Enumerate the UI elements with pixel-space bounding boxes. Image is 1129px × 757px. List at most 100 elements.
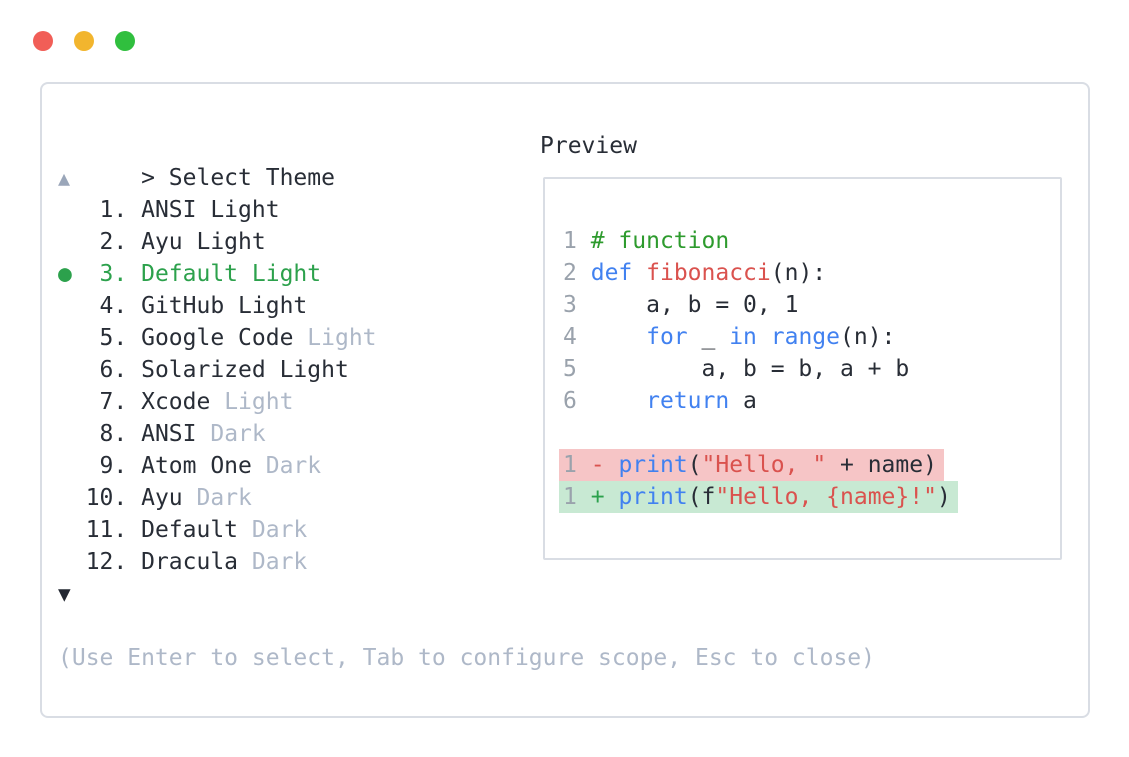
theme-item-11[interactable]: 11. Default Dark bbox=[58, 514, 875, 546]
theme-item-variant: Light bbox=[224, 389, 294, 415]
theme-item-number: 3. bbox=[85, 261, 142, 287]
theme-item-7[interactable]: 7. Xcode Light bbox=[58, 386, 875, 418]
code-token-keyword: print bbox=[618, 452, 688, 478]
theme-item-1[interactable]: 1. ANSI Light bbox=[58, 194, 875, 226]
line-number: 6 bbox=[563, 388, 577, 414]
code-token-comment: # function bbox=[590, 228, 730, 254]
line-number: 2 bbox=[563, 260, 577, 286]
line-number: 1 bbox=[563, 228, 577, 254]
theme-item-number: 11. bbox=[85, 517, 142, 543]
theme-item-indent bbox=[58, 549, 86, 575]
window-controls bbox=[33, 31, 135, 51]
theme-item-number: 12. bbox=[85, 549, 142, 575]
code-token-plain bbox=[605, 484, 619, 510]
theme-item-variant: Dark bbox=[265, 453, 322, 479]
code-line bbox=[563, 417, 1060, 449]
theme-item-6[interactable]: 6. Solarized Light bbox=[58, 354, 875, 386]
code-token-keyword: return bbox=[646, 388, 730, 414]
theme-item-variant: Dark bbox=[251, 517, 308, 543]
theme-selector-panel: > Select Theme ▲ 1. ANSI Light 2. Ayu Li… bbox=[40, 82, 1090, 718]
code-line-content: 3 a, b = 0, 1 bbox=[563, 289, 798, 321]
code-line: 6 return a bbox=[563, 385, 1060, 417]
code-token-plain: a, b = 0, 1 bbox=[590, 292, 799, 318]
theme-item-number: 7. bbox=[85, 389, 142, 415]
theme-item-label: Ayu Light bbox=[141, 229, 266, 255]
theme-item-number: 8. bbox=[85, 421, 142, 447]
spacer-line bbox=[58, 610, 875, 642]
code-token-diff_minus: - bbox=[590, 452, 605, 478]
theme-item-9[interactable]: 9. Atom One Dark bbox=[58, 450, 875, 482]
code-token-keyword: def bbox=[590, 260, 633, 286]
code-line: 5 a, b = b, a + b bbox=[563, 353, 1060, 385]
theme-item-label: Xcode bbox=[141, 389, 211, 415]
theme-item-10[interactable]: 10. Ayu Dark bbox=[58, 482, 875, 514]
theme-item-label: Solarized Light bbox=[141, 357, 349, 383]
theme-item-2[interactable]: 2. Ayu Light bbox=[58, 226, 875, 258]
code-token-plain: (f bbox=[687, 484, 716, 510]
code-token-plain: (n): bbox=[770, 260, 827, 286]
theme-item-indent bbox=[58, 229, 86, 255]
scroll-up-icon[interactable]: ▲ bbox=[58, 166, 71, 190]
preview-title: Preview bbox=[540, 133, 637, 159]
code-token-diff_plus: + bbox=[590, 484, 605, 510]
code-line-added: 1 + print(f"Hello, {name}!") bbox=[559, 481, 1060, 513]
code-line-content: 6 return a bbox=[563, 385, 757, 417]
code-line: 4 for _ in range(n): bbox=[563, 321, 1060, 353]
theme-item-indent bbox=[58, 197, 86, 223]
code-token-plain bbox=[591, 324, 646, 350]
theme-item-number: 9. bbox=[85, 453, 142, 479]
theme-list: 1. ANSI Light 2. Ayu Light● 3. Default L… bbox=[58, 194, 875, 578]
code-token-plain: + name) bbox=[826, 452, 937, 478]
theme-item-number: 4. bbox=[85, 293, 142, 319]
theme-item-12[interactable]: 12. Dracula Dark bbox=[58, 546, 875, 578]
theme-item-label: Dracula bbox=[141, 549, 239, 575]
theme-item-number: 2. bbox=[85, 229, 142, 255]
theme-item-label: Default bbox=[141, 517, 239, 543]
theme-item-number: 6. bbox=[85, 357, 142, 383]
code-token-keyword: range bbox=[770, 324, 841, 350]
theme-item-variant: Dark bbox=[251, 549, 308, 575]
code-token-plain: ) bbox=[936, 484, 951, 510]
theme-item-indent bbox=[58, 421, 86, 447]
theme-item-3[interactable]: ● 3. Default Light bbox=[58, 258, 875, 290]
line-number: 5 bbox=[563, 356, 577, 382]
code-line-removed: 1 - print("Hello, " + name) bbox=[559, 449, 1060, 481]
code-token-string: "Hello, {name}!" bbox=[715, 484, 937, 510]
theme-item-4[interactable]: 4. GitHub Light bbox=[58, 290, 875, 322]
code-token-keyword: in bbox=[729, 324, 757, 350]
code-token-keyword: for bbox=[646, 324, 688, 350]
code-line-content: 1 # function bbox=[563, 225, 729, 257]
theme-item-variant: Light bbox=[307, 325, 377, 351]
minimize-window-button[interactable] bbox=[74, 31, 94, 51]
code-token-function_name: fibonacci bbox=[646, 260, 771, 286]
code-token-string: "Hello, " bbox=[701, 452, 827, 478]
theme-item-label: GitHub Light bbox=[141, 293, 308, 319]
theme-item-8[interactable]: 8. ANSI Dark bbox=[58, 418, 875, 450]
code-line-content: 1 + print(f"Hello, {name}!") bbox=[559, 481, 958, 513]
theme-item-label: ANSI bbox=[141, 421, 197, 447]
theme-item-label: Google Code bbox=[141, 325, 294, 351]
theme-item-label: ANSI Light bbox=[141, 197, 280, 223]
theme-item-label: Ayu bbox=[141, 485, 183, 511]
code-token-plain: a bbox=[729, 388, 757, 414]
prompt-text: > Select Theme bbox=[141, 165, 335, 191]
theme-item-number: 1. bbox=[85, 197, 142, 223]
scroll-down-icon[interactable]: ▼ bbox=[58, 582, 71, 606]
line-number: 3 bbox=[563, 292, 577, 318]
theme-item-5[interactable]: 5. Google Code Light bbox=[58, 322, 875, 354]
theme-item-indent bbox=[58, 293, 86, 319]
theme-item-indent bbox=[58, 517, 86, 543]
code-token-plain: (n): bbox=[840, 324, 896, 350]
line-number: 4 bbox=[563, 324, 577, 350]
theme-list-column: > Select Theme ▲ 1. ANSI Light 2. Ayu Li… bbox=[58, 130, 875, 674]
code-line: 2 def fibonacci(n): bbox=[563, 257, 1060, 289]
code-line: 3 a, b = 0, 1 bbox=[563, 289, 1060, 321]
theme-item-variant: Dark bbox=[210, 421, 266, 447]
theme-item-label: Default Light bbox=[141, 261, 322, 287]
close-window-button[interactable] bbox=[33, 31, 53, 51]
selected-theme-bullet-icon: ● bbox=[58, 261, 86, 287]
theme-item-number: 5. bbox=[85, 325, 142, 351]
zoom-window-button[interactable] bbox=[115, 31, 135, 51]
code-line-content: 2 def fibonacci(n): bbox=[563, 257, 826, 289]
